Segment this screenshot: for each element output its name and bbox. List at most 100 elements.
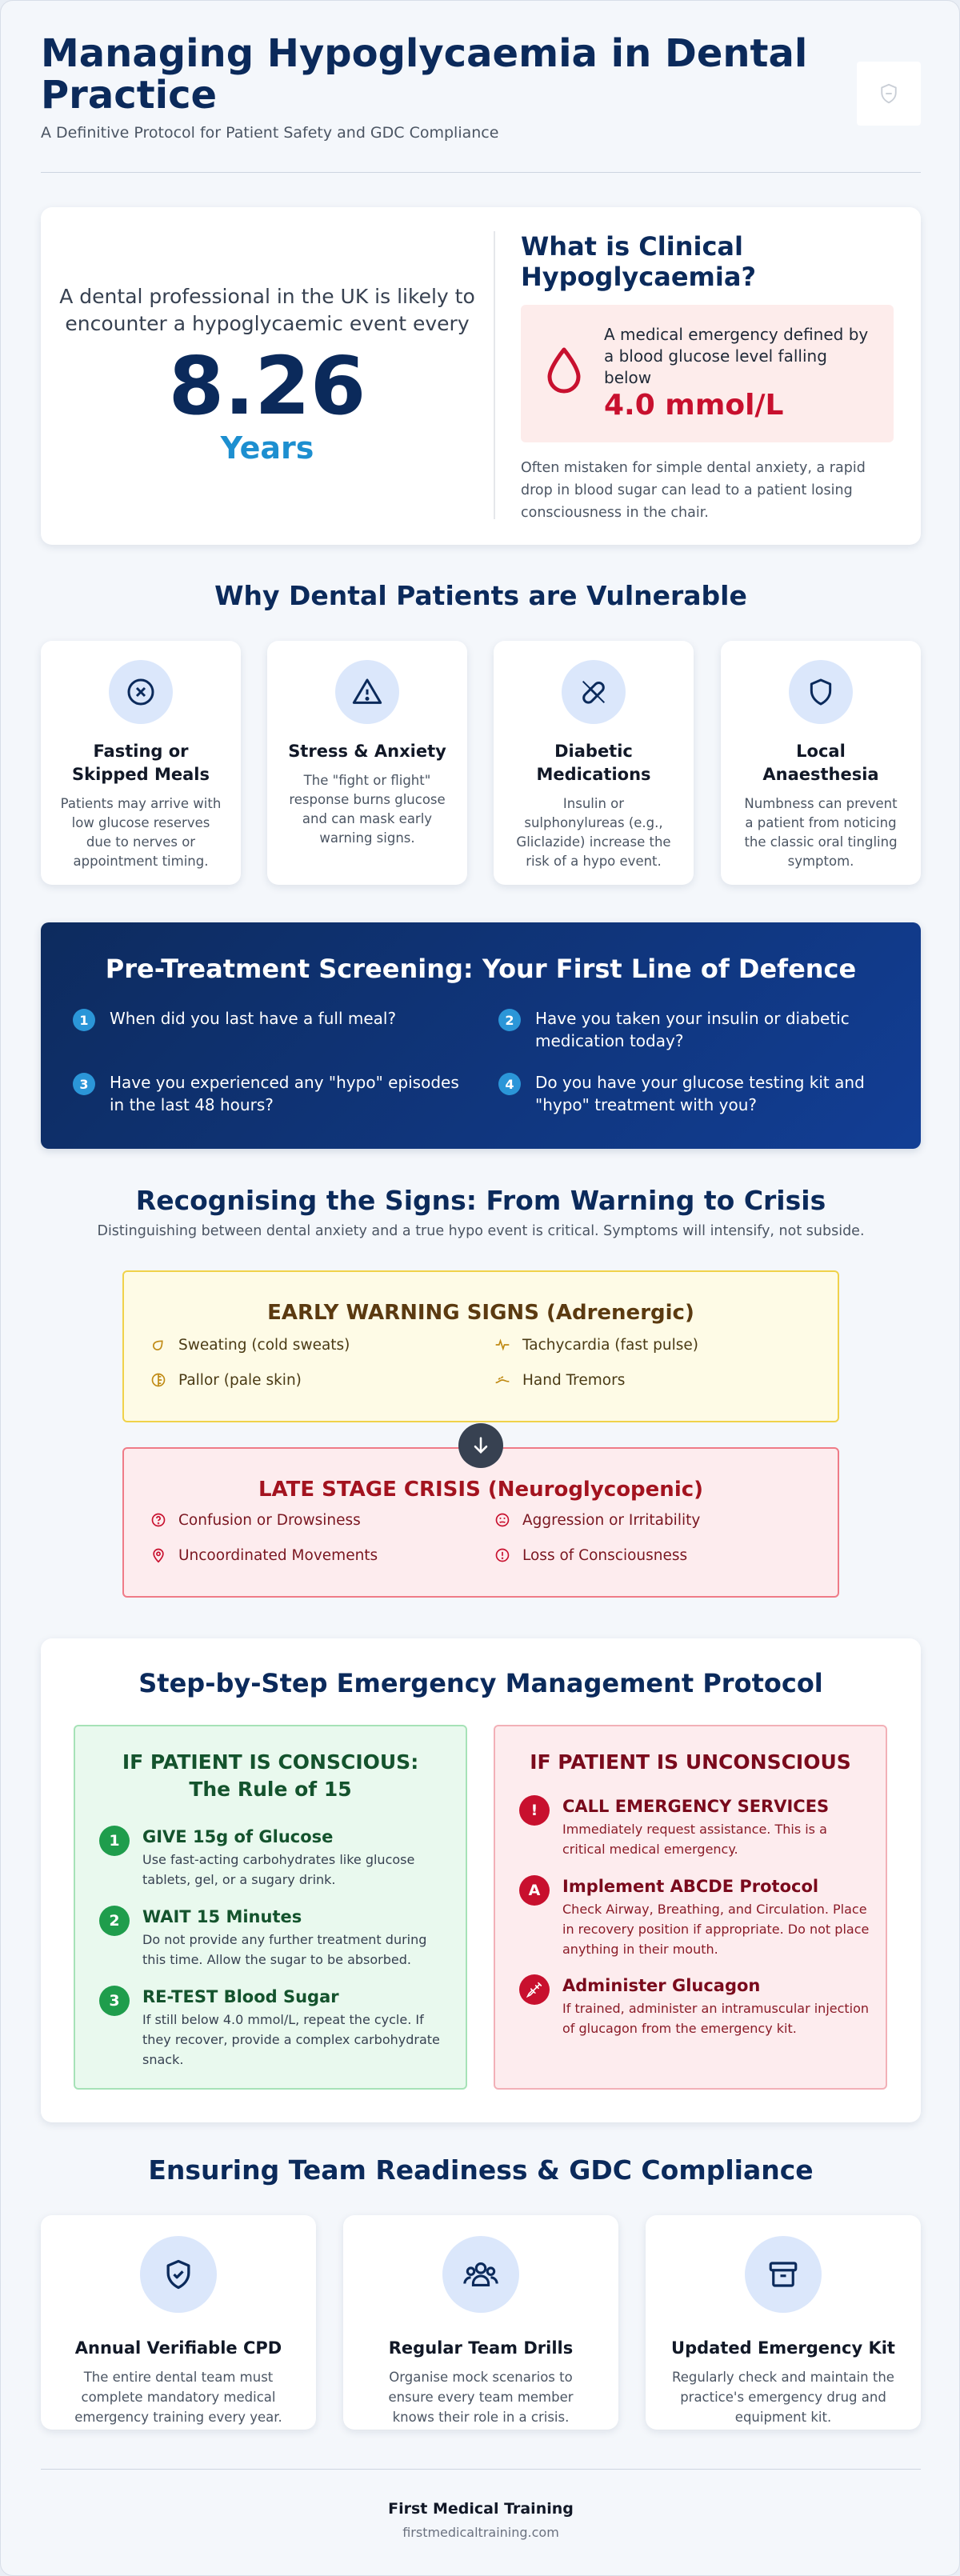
sign-text: Confusion or Drowsiness (178, 1511, 361, 1529)
vulnerable-card-text: The "fight or flight" response burns glu… (289, 773, 446, 846)
screening-question: 2 Have you taken your insulin or diabeti… (498, 1007, 898, 1052)
sign-text: Hand Tremors (522, 1371, 626, 1389)
page-title: Managing Hypoglycaemia in Dental Practic… (41, 31, 808, 118)
question-text: Have you taken your insulin or diabetic … (535, 1009, 850, 1050)
pill-icon (562, 660, 626, 724)
compliance-card: Regular Team Drills Organise mock scenar… (343, 2215, 618, 2430)
vulnerable-card: Fasting or Skipped Meals Patients may ar… (41, 641, 241, 885)
stat-unit: Years (220, 430, 314, 466)
compliance-card: Annual Verifiable CPD The entire dental … (41, 2215, 316, 2430)
question-number: 1 (73, 1009, 95, 1031)
stat-panel: A dental professional in the UK is likel… (41, 207, 494, 545)
vulnerable-card-title: Local Anaesthesia (762, 742, 879, 784)
page-subtitle: A Definitive Protocol for Patient Safety… (41, 124, 499, 142)
compliance-card-title: Annual Verifiable CPD (74, 2338, 282, 2358)
step-text: If still below 4.0 mmol/L, repeat the cy… (142, 2012, 440, 2067)
definition-box: A medical emergency defined by a blood g… (521, 305, 894, 442)
angry-face-icon (494, 1511, 511, 1529)
question-circle-icon (150, 1511, 167, 1529)
footer: First Medical Training firstmedicaltrain… (41, 2469, 921, 2542)
vulnerable-card-title: Fasting or Skipped Meals (72, 742, 210, 784)
question-number: 4 (498, 1073, 521, 1095)
half-circle-icon (150, 1371, 167, 1389)
definition-value: 4.0 mmol/L (604, 389, 784, 422)
circle-x-icon (109, 660, 173, 724)
vulnerable-section-title: Why Dental Patients are Vulnerable (214, 580, 747, 611)
warning-triangle-icon (335, 660, 399, 724)
signs-subtitle: Distinguishing between dental anxiety an… (97, 1223, 865, 1239)
step-text: Check Airway, Breathing, and Circulation… (562, 1902, 870, 1957)
stat-intro: A dental professional in the UK is likel… (59, 285, 475, 335)
sign-item: Loss of Consciousness (494, 1546, 687, 1564)
vulnerable-card: Local Anaesthesia Numbness can prevent a… (721, 641, 921, 885)
early-warning-title: EARLY WARNING SIGNS (Adrenergic) (267, 1301, 694, 1325)
question-text: Have you experienced any "hypo" episodes… (110, 1073, 459, 1114)
team-icon (442, 2236, 519, 2313)
syringe-icon (519, 1974, 550, 2005)
question-number: 2 (498, 1009, 521, 1031)
footer-brand: First Medical Training (388, 2500, 574, 2518)
protocol-step: A Implement ABCDE Protocol Check Airway,… (519, 1875, 871, 1959)
step-text: Use fast-acting carbohydrates like gluco… (142, 1852, 415, 1887)
alert-circle-icon (494, 1546, 511, 1564)
vulnerable-card-title: Stress & Anxiety (288, 742, 446, 761)
definition-title: What is Clinical Hypoglycaemia? (521, 231, 756, 292)
conscious-title: IF PATIENT IS CONSCIOUS: The Rule of 15 (122, 1750, 419, 1801)
step-badge: ! (519, 1795, 550, 1826)
shield-logo-icon (857, 62, 921, 126)
archive-box-icon (745, 2236, 822, 2313)
vulnerable-card-title: Diabetic Medications (536, 742, 651, 784)
unconscious-panel: IF PATIENT IS UNCONSCIOUS ! CALL EMERGEN… (494, 1725, 887, 2090)
step-title: GIVE 15g of Glucose (142, 1827, 334, 1846)
vulnerable-card-text: Numbness can prevent a patient from noti… (744, 796, 898, 869)
conscious-panel: IF PATIENT IS CONSCIOUS: The Rule of 15 … (74, 1725, 467, 2090)
compliance-card: Updated Emergency Kit Regularly check an… (646, 2215, 921, 2430)
divider (494, 231, 495, 519)
vulnerable-card: Stress & Anxiety The "fight or flight" r… (267, 641, 467, 885)
late-crisis-box: LATE STAGE CRISIS (Neuroglycopenic) Conf… (122, 1447, 839, 1598)
stat-number: 8.26 (168, 339, 366, 433)
compliance-card-text: Regularly check and maintain the practic… (672, 2370, 894, 2425)
arrow-down-icon (458, 1423, 503, 1468)
sign-item: Confusion or Drowsiness (150, 1511, 361, 1529)
screening-question: 4 Do you have your glucose testing kit a… (498, 1071, 898, 1116)
sign-item: Uncoordinated Movements (150, 1546, 378, 1564)
screening-question: 3 Have you experienced any "hypo" episod… (73, 1071, 473, 1116)
step-badge: A (519, 1875, 550, 1906)
sign-text: Uncoordinated Movements (178, 1546, 378, 1564)
header: Managing Hypoglycaemia in Dental Practic… (41, 33, 921, 173)
unconscious-title: IF PATIENT IS UNCONSCIOUS (530, 1750, 851, 1774)
step-badge: 2 (99, 1906, 130, 1936)
sign-item: Aggression or Irritability (494, 1511, 700, 1529)
step-text: If trained, administer an intramuscular … (562, 2001, 870, 2036)
protocol-step: 3 RE-TEST Blood Sugar If still below 4.0… (99, 1986, 451, 2070)
question-text: Do you have your glucose testing kit and… (535, 1073, 865, 1114)
shield-icon (789, 660, 853, 724)
compliance-card-text: The entire dental team must complete man… (74, 2370, 282, 2425)
sign-text: Tachycardia (fast pulse) (522, 1336, 698, 1354)
sign-item: Hand Tremors (494, 1371, 625, 1389)
location-pin-icon (150, 1546, 167, 1564)
protocol-step: ! CALL EMERGENCY SERVICES Immediately re… (519, 1795, 871, 1859)
step-badge: 1 (99, 1826, 130, 1856)
pulse-icon (494, 1336, 511, 1354)
protocol-card: Step-by-Step Emergency Management Protoc… (41, 1638, 921, 2122)
sign-item: Sweating (cold sweats) (150, 1336, 350, 1354)
screening-title: Pre-Treatment Screening: Your First Line… (105, 954, 857, 984)
footer-url[interactable]: firstmedicaltraining.com (402, 2525, 559, 2540)
question-number: 3 (73, 1073, 95, 1095)
protocol-step: Administer Glucagon If trained, administ… (519, 1974, 871, 2038)
sign-text: Pallor (pale skin) (178, 1371, 302, 1389)
step-title: RE-TEST Blood Sugar (142, 1987, 339, 2006)
protocol-step: 2 WAIT 15 Minutes Do not provide any fur… (99, 1906, 451, 1970)
sign-text: Loss of Consciousness (522, 1546, 688, 1564)
question-text: When did you last have a full meal? (110, 1009, 397, 1028)
step-title: CALL EMERGENCY SERVICES (562, 1797, 830, 1816)
screening-question: 1 When did you last have a full meal? (73, 1007, 473, 1031)
step-title: WAIT 15 Minutes (142, 1907, 302, 1926)
compliance-section-title: Ensuring Team Readiness & GDC Compliance (148, 2154, 814, 2186)
step-title: Administer Glucagon (562, 1976, 761, 1995)
protocol-step: 1 GIVE 15g of Glucose Use fast-acting ca… (99, 1826, 451, 1890)
step-text: Immediately request assistance. This is … (562, 1822, 827, 1857)
